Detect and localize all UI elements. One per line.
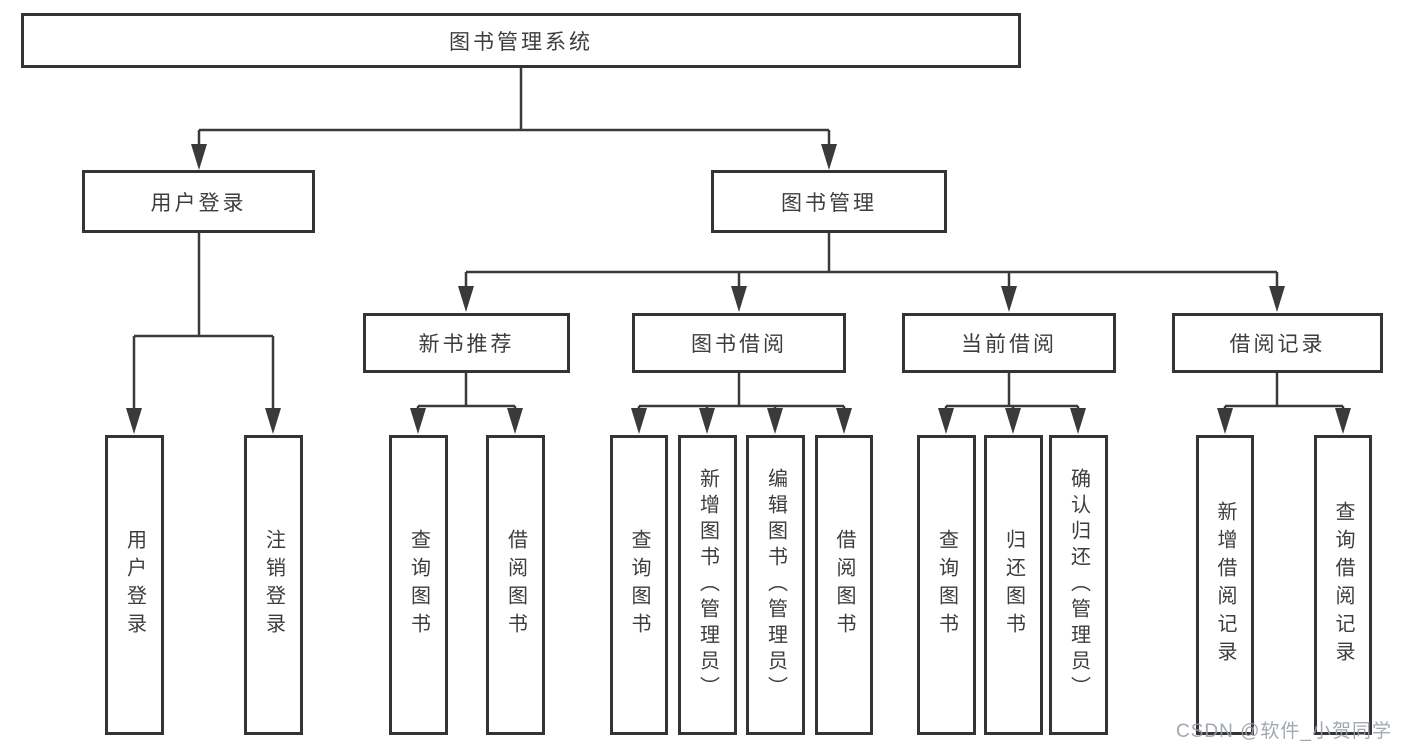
node-label: 新增借阅记录	[1214, 501, 1236, 669]
node-label: 图书管理系统	[449, 30, 593, 54]
leaf-add-borrow-record: 新增借阅记录	[1196, 435, 1254, 735]
node-label: 借阅图书	[504, 529, 527, 641]
leaf-user-login: 用户登录	[105, 435, 164, 735]
node-user-login: 用户登录	[82, 170, 315, 233]
node-borrowing-records: 借阅记录	[1172, 313, 1383, 373]
node-label: 编辑图书（管理员）	[764, 468, 787, 702]
leaf-edit-book-admin: 编辑图书（管理员）	[746, 435, 805, 735]
arrowheads-borrow-leaves	[631, 408, 852, 434]
leaf-query-books-borrow: 查询图书	[610, 435, 668, 735]
node-current-borrowing: 当前借阅	[902, 313, 1116, 373]
node-book-borrowing: 图书借阅	[632, 313, 846, 373]
node-label: 确认归还（管理员）	[1067, 468, 1090, 702]
connector-user-login-to-leaves	[132, 233, 275, 412]
node-label: 借阅图书	[833, 529, 855, 641]
leaf-logout: 注销登录	[244, 435, 303, 735]
node-label: 查询图书	[407, 529, 430, 641]
arrowheads-current-leaves	[938, 408, 1086, 434]
connector-records-to-leaves	[1223, 373, 1345, 412]
node-new-book-recommendation: 新书推荐	[363, 313, 570, 373]
node-label: 新书推荐	[418, 333, 515, 356]
node-label: 查询图书	[628, 529, 650, 641]
node-label: 借阅记录	[1229, 333, 1326, 356]
connector-root-to-level2	[197, 68, 831, 148]
node-library-management-system: 图书管理系统	[21, 13, 1021, 68]
leaf-query-borrow-record: 查询借阅记录	[1314, 435, 1372, 735]
connector-new-book-to-leaves	[416, 373, 517, 412]
leaf-borrow-books: 借阅图书	[815, 435, 873, 735]
node-label: 用户登录	[150, 191, 247, 215]
arrowheads-records-leaves	[1217, 408, 1351, 434]
arrowheads-level2	[191, 144, 837, 170]
connector-current-to-leaves	[944, 373, 1080, 412]
leaf-borrow-books-recommend: 借阅图书	[486, 435, 545, 735]
leaf-confirm-return-admin: 确认归还（管理员）	[1049, 435, 1108, 735]
leaf-return-books: 归还图书	[984, 435, 1043, 735]
leaf-add-book-admin: 新增图书（管理员）	[678, 435, 737, 735]
node-label: 查询图书	[935, 529, 958, 641]
node-label: 用户登录	[123, 529, 146, 641]
node-label: 注销登录	[262, 529, 285, 641]
leaf-query-books-recommend: 查询图书	[389, 435, 448, 735]
arrowheads-level3	[458, 286, 1285, 312]
csdn-watermark: CSDN @软件_小贺同学	[1176, 721, 1392, 742]
node-label: 查询借阅记录	[1332, 501, 1354, 669]
node-book-management: 图书管理	[711, 170, 947, 233]
node-label: 图书借阅	[691, 333, 787, 356]
connector-borrow-to-leaves	[637, 373, 846, 412]
connector-book-mgmt-to-level3	[464, 233, 1279, 290]
node-label: 图书管理	[781, 191, 877, 215]
node-label: 归还图书	[1002, 529, 1025, 641]
leaf-query-books-current: 查询图书	[917, 435, 976, 735]
node-label: 新增图书（管理员）	[696, 468, 719, 702]
node-label: 当前借阅	[961, 333, 1057, 356]
arrowheads-new-book-leaves	[410, 408, 523, 434]
arrowheads-user-login-leaves	[126, 408, 281, 434]
